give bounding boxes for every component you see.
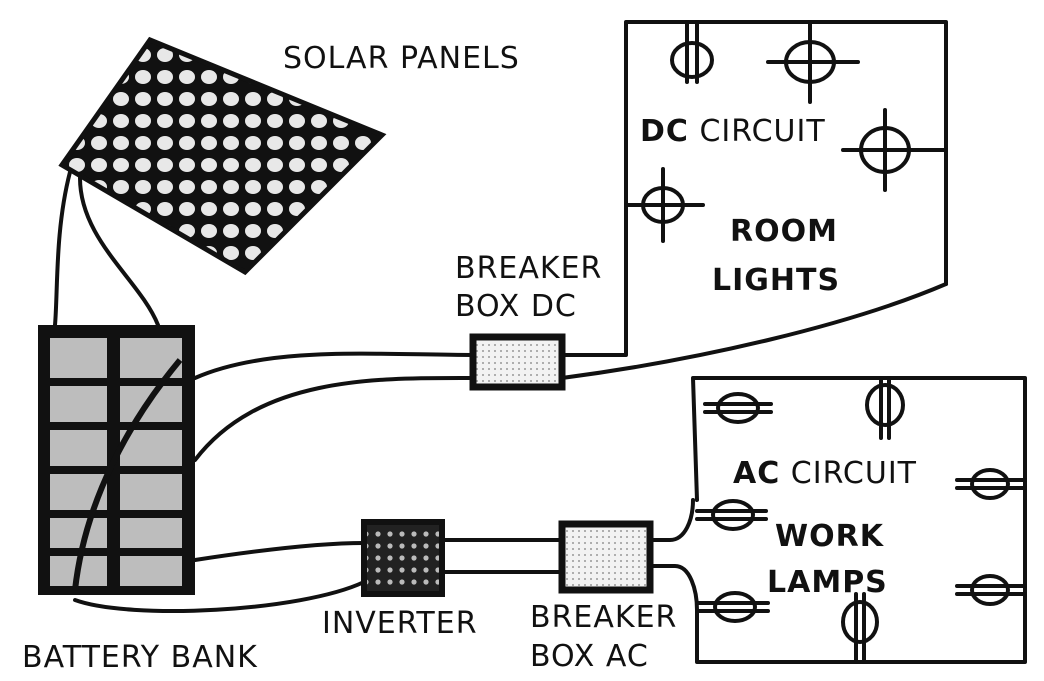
- breaker-box-dc-label-line1: BREAKER: [455, 251, 602, 286]
- wire-battery-to-dc-breaker-1: [193, 351, 475, 380]
- ac-circuit-label: AC CIRCUIT: [733, 456, 917, 491]
- ac-lamp-fixture: [955, 574, 1027, 606]
- dc-light-fixture: [841, 108, 948, 192]
- dc-circuit-label: DC CIRCUIT: [640, 114, 826, 149]
- ac-circuit-label-suffix: CIRCUIT: [780, 456, 917, 491]
- room-label: ROOM: [730, 214, 838, 249]
- work-label: WORK: [775, 519, 885, 554]
- wire-dc-breaker-to-lights-1: [560, 20, 948, 357]
- ac-circuit-label-prefix: AC: [733, 456, 780, 491]
- ac-lamp-fixture: [695, 499, 768, 531]
- solar-panel: [58, 36, 387, 276]
- battery-bank-label: BATTERY BANK: [22, 640, 258, 675]
- wire-ac-breaker-to-lamps-1: [648, 498, 695, 542]
- ac-lamp-fixture: [703, 392, 773, 424]
- ac-lamp-fixture: [695, 591, 770, 623]
- ac-lamp-fixture: [841, 592, 879, 664]
- wire-solar-to-battery-1: [53, 170, 72, 327]
- breaker-box-dc: [469, 333, 566, 391]
- lights-label: LIGHTS: [712, 263, 840, 298]
- wire-battery-to-inverter-1: [193, 541, 366, 562]
- ac-lamp-fixture: [865, 376, 905, 440]
- battery-bank: [38, 325, 195, 595]
- inverter-box: [361, 519, 445, 597]
- dc-circuit-label-prefix: DC: [640, 114, 689, 149]
- wire-battery-to-inverter-2: [73, 580, 366, 613]
- dc-light-fixture: [670, 20, 714, 84]
- ac-lamp-fixture: [955, 468, 1027, 500]
- breaker-box-dc-label-line2: BOX DC: [455, 289, 577, 324]
- ac-circuit-enclosure: [691, 376, 1027, 664]
- solar-panels-label: SOLAR PANELS: [283, 41, 520, 76]
- wire-battery-to-dc-breaker-2: [193, 375, 475, 462]
- dc-light-fixture: [624, 167, 705, 243]
- wiring: [53, 20, 948, 613]
- dc-circuit-label-suffix: CIRCUIT: [689, 114, 826, 149]
- wire-dc-breaker-to-lights-2: [560, 282, 948, 380]
- dc-light-fixture: [766, 20, 860, 104]
- inverter-label: INVERTER: [322, 606, 478, 641]
- breaker-box-ac-label-line2: BOX AC: [530, 639, 649, 674]
- lamps-label: LAMPS: [767, 565, 888, 600]
- breaker-box-ac-label-line1: BREAKER: [530, 600, 677, 635]
- wire-solar-to-battery-2: [78, 176, 160, 327]
- breaker-box-ac: [558, 520, 654, 594]
